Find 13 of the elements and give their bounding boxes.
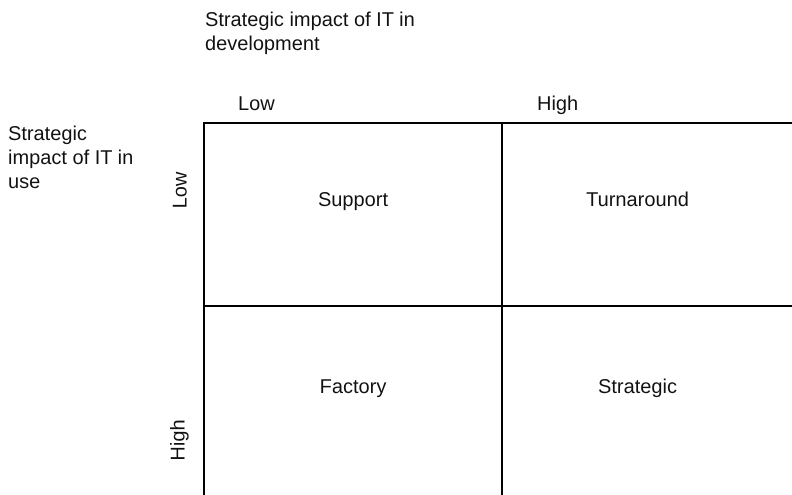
axis-tick-label: High	[537, 92, 578, 116]
quadrant-cell	[203, 307, 503, 495]
quadrant-cell	[503, 122, 792, 307]
quadrant-label: Support	[318, 189, 388, 212]
axis-title: Strategic impact of IT in development	[205, 8, 416, 56]
axis-title: Strategic impact of IT in use	[8, 122, 134, 194]
quadrant-label: Strategic	[598, 376, 677, 398]
axis-tick-label: Low	[238, 92, 275, 116]
axis-tick-label: Low	[168, 172, 192, 208]
axis-tick-label: High	[166, 419, 191, 461]
quadrant-cell	[203, 122, 503, 307]
quadrant-label: Turnaround	[586, 189, 689, 212]
quadrant-label: Factory	[320, 376, 386, 398]
